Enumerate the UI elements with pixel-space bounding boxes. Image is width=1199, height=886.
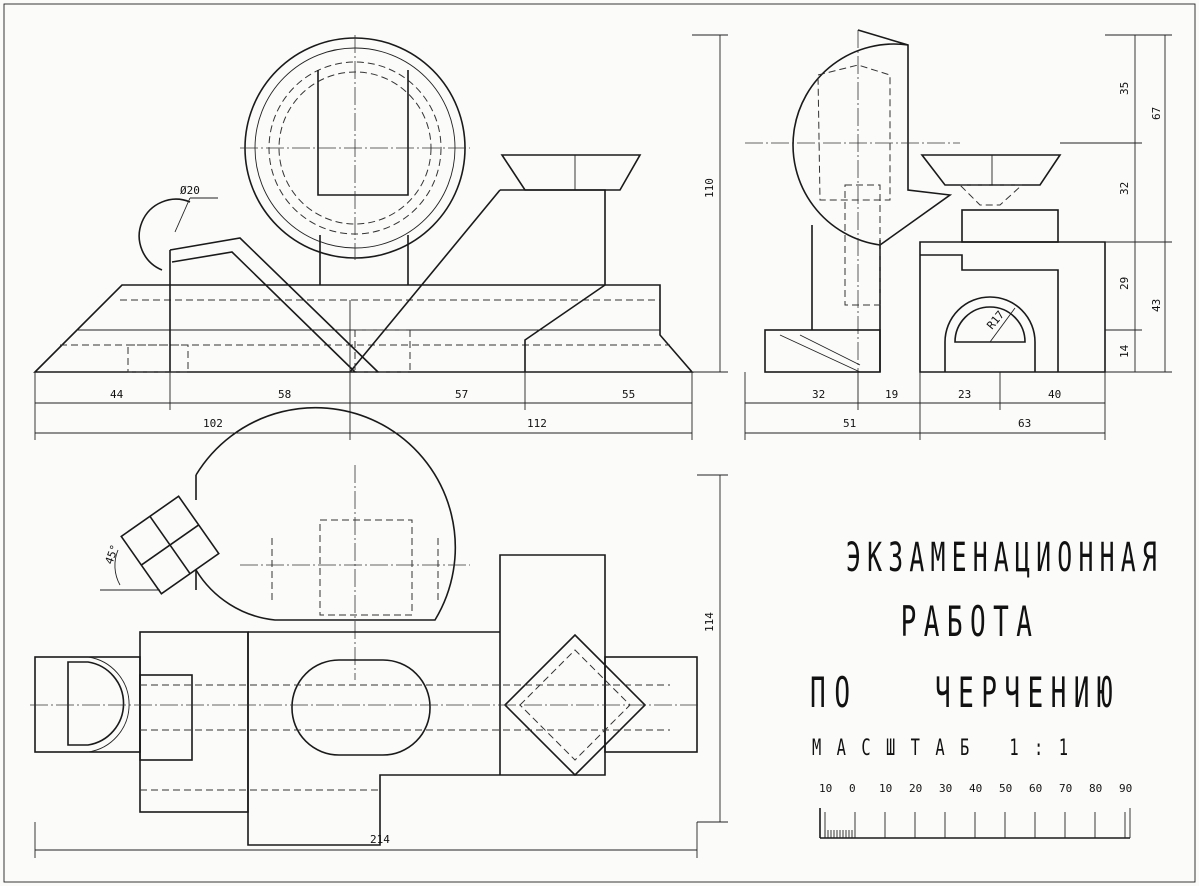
side-dim-51: 51 — [843, 417, 856, 430]
scale-tick-label: 80 — [1089, 782, 1102, 795]
top-mid-left — [139, 631, 249, 813]
side-radius-label: R17 — [984, 308, 1007, 332]
top-width-label: 114 — [703, 612, 716, 632]
front-small-sphere — [138, 198, 191, 271]
front-dim-57: 57 — [455, 388, 468, 401]
top-half-disc-ring — [87, 656, 130, 753]
title-line-3-prefix: ПО — [810, 668, 859, 717]
front-dim-102: 102 — [203, 417, 223, 430]
scale-tick-label: 90 — [1119, 782, 1132, 795]
top-angle-arc — [114, 549, 121, 586]
top-big-circle — [195, 406, 457, 621]
scale-tick-label: 50 — [999, 782, 1012, 795]
front-hidden-box — [354, 329, 411, 373]
side-view: R17 35 32 29 14 67 43 32 19 23 40 51 63 — [744, 29, 1172, 440]
scale-bar: 10 0 10 20 30 40 50 60 70 80 90 — [819, 782, 1132, 839]
side-base-hatch — [779, 334, 861, 373]
side-dim-35: 35 — [1118, 82, 1131, 95]
top-oval — [291, 659, 431, 756]
side-neck — [961, 209, 1059, 243]
front-view: Ø20 44 58 57 55 102 112 110 — [33, 34, 728, 440]
side-dim-67: 67 — [1150, 107, 1163, 120]
top-length-label: 214 — [370, 833, 390, 846]
front-diagonal-pipe — [169, 237, 379, 373]
side-sphere — [792, 43, 909, 246]
front-chute — [500, 189, 606, 372]
side-stem — [811, 225, 881, 372]
scale-tick-label: 60 — [1029, 782, 1042, 795]
scale-tick-label: 40 — [969, 782, 982, 795]
side-dim-32b: 32 — [812, 388, 825, 401]
scale-tick-label: 0 — [849, 782, 856, 795]
front-leader — [174, 197, 191, 233]
front-diameter-label: Ø20 — [180, 184, 200, 197]
front-chute-edge — [349, 189, 501, 373]
side-hopper-hidden — [958, 184, 1024, 206]
side-sphere-cut — [857, 29, 953, 246]
side-hopper — [920, 154, 1062, 186]
title-line-2: РАБОТА — [900, 597, 1040, 646]
front-base — [33, 284, 694, 373]
front-circle-slot — [317, 70, 409, 196]
top-half-disc — [67, 661, 125, 746]
scale-tick-label: 70 — [1059, 782, 1072, 795]
scale-ticks — [824, 812, 1126, 838]
front-stem — [319, 235, 409, 285]
side-radius-leader — [989, 307, 1016, 343]
scale-label: МАСШТАБ 1:1 — [812, 736, 1084, 761]
front-dim-58: 58 — [278, 388, 291, 401]
side-dim-32: 32 — [1118, 182, 1131, 195]
front-hidden-box-2 — [127, 344, 189, 373]
side-dim-14: 14 — [1118, 344, 1131, 358]
top-view: 45° 114 214 — [30, 406, 728, 858]
top-main-body — [247, 554, 606, 846]
side-body — [919, 241, 1106, 373]
top-inner-rect — [139, 674, 193, 761]
front-hopper — [500, 154, 642, 191]
front-dim-55: 55 — [622, 388, 635, 401]
top-angle-label: 45° — [103, 543, 122, 566]
front-dim-112: 112 — [527, 417, 547, 430]
scale-labels: 10 0 10 20 30 40 50 60 70 80 90 — [819, 782, 1132, 795]
side-dim-40: 40 — [1048, 388, 1061, 401]
side-hidden-slot — [817, 64, 891, 201]
top-right-block — [604, 656, 698, 753]
side-dim-29: 29 — [1118, 277, 1131, 290]
side-arch — [944, 296, 1036, 372]
front-dim-110: 110 — [703, 178, 716, 198]
side-arch-inner — [954, 306, 1026, 343]
scale-tick-label: 20 — [909, 782, 922, 795]
side-base-left — [764, 329, 881, 373]
sheet-frame — [3, 3, 1196, 883]
side-dim-63: 63 — [1018, 417, 1031, 430]
side-body-step — [920, 254, 1059, 372]
scale-tick-label: 30 — [939, 782, 952, 795]
top-hidden-slot — [319, 519, 413, 616]
top-rotated-block — [120, 495, 220, 595]
scale-tick-label: 10 — [879, 782, 892, 795]
side-hidden-stem — [844, 184, 881, 306]
side-dim-23: 23 — [958, 388, 971, 401]
side-dim-43: 43 — [1150, 299, 1163, 312]
title-line-1: ЭКЗАМЕНАЦИОННАЯ — [846, 535, 1163, 581]
front-dim-44: 44 — [110, 388, 124, 401]
side-dim-19: 19 — [885, 388, 898, 401]
title-line-3-main: ЧЕРЧЕНИЮ — [935, 668, 1120, 717]
scale-tick-label: 10 — [819, 782, 832, 795]
